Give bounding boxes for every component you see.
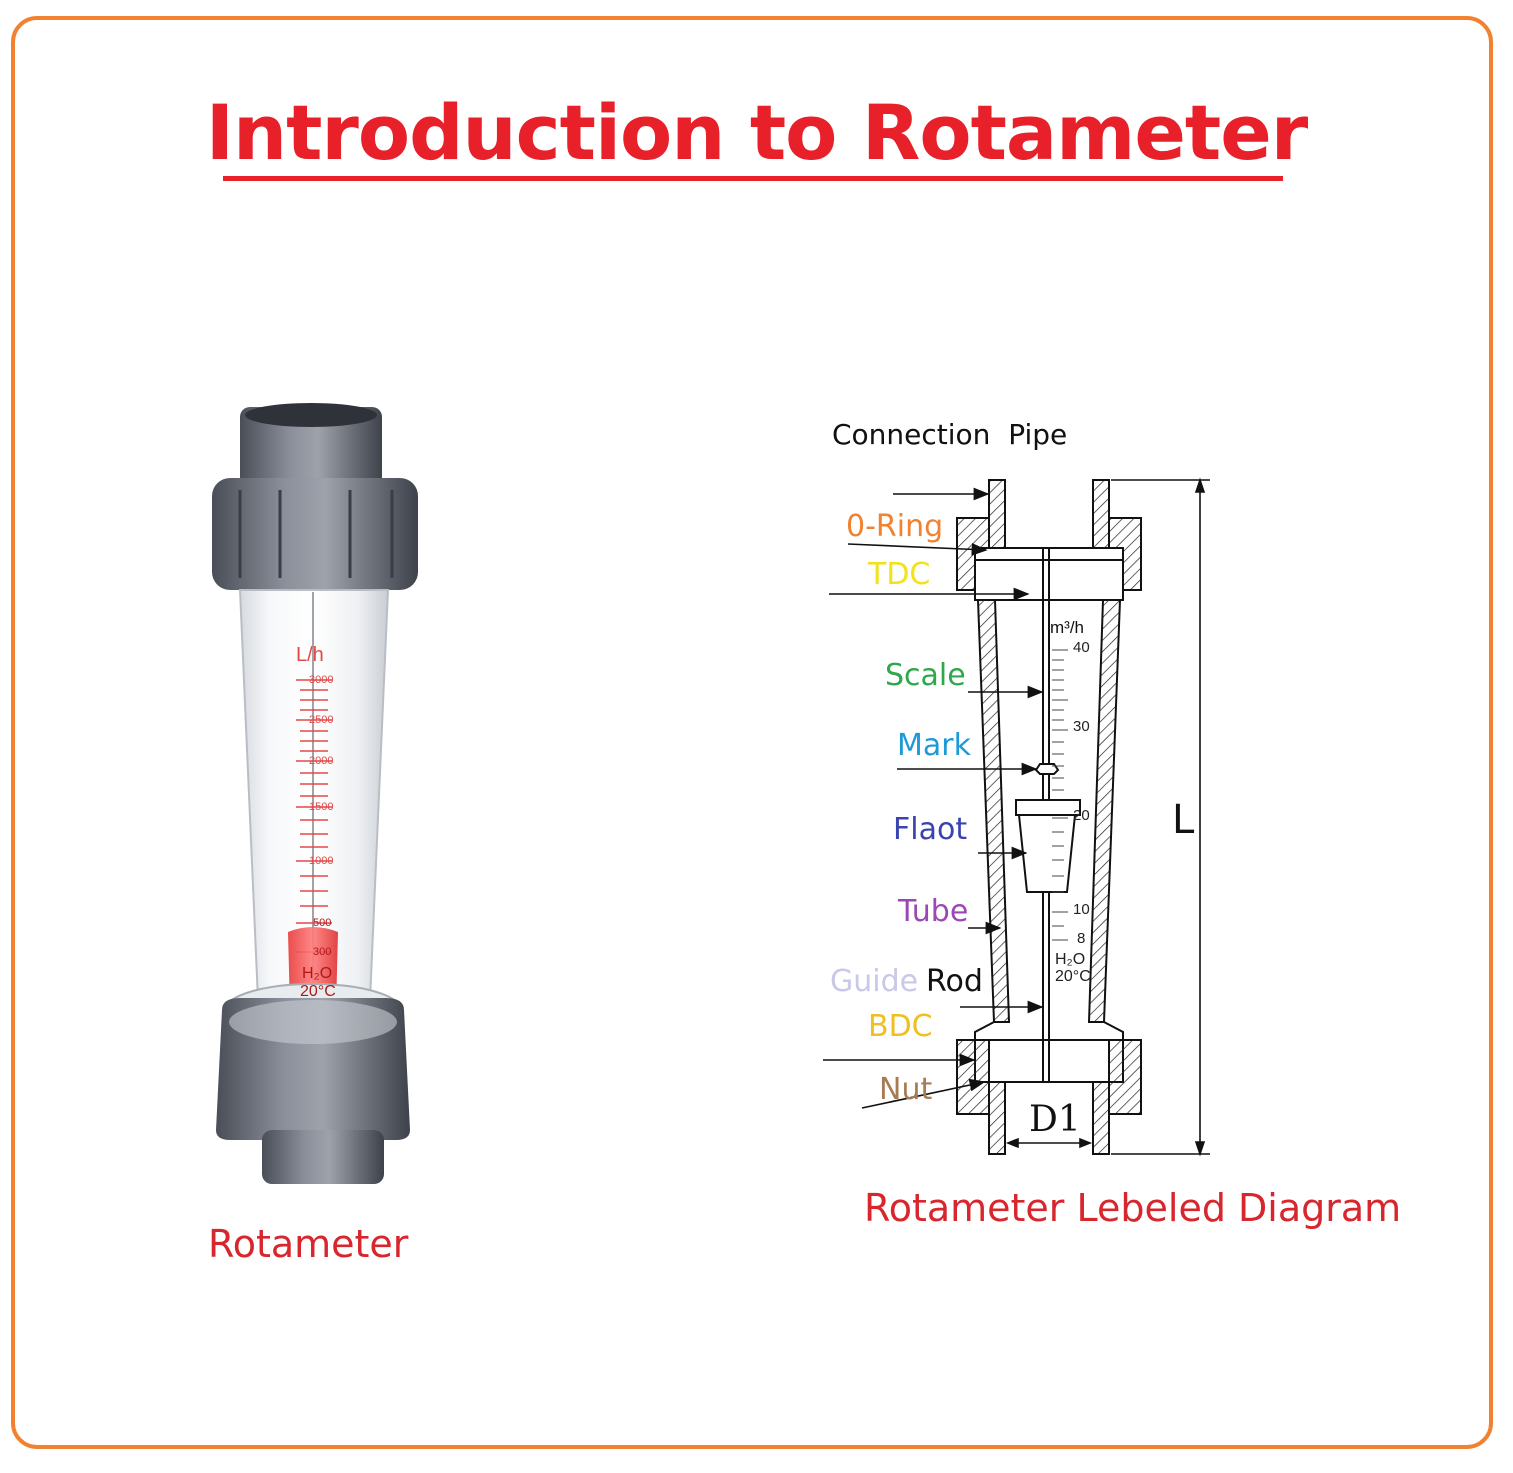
diagram-l-dimension: [1111, 477, 1210, 1157]
diagram-d1-dimension: [1005, 1137, 1093, 1149]
photo-scale-2500: 2500: [309, 714, 334, 726]
diagram-scale-30: 30: [1073, 718, 1090, 735]
diagram-float: [1015, 799, 1081, 893]
label-tdc: TDC: [868, 557, 931, 592]
label-float: Flaot: [893, 812, 968, 847]
photo-scale-1500: 1500: [309, 801, 334, 813]
photo-scale-500: 500: [313, 917, 332, 929]
diagram-scale-8: 8: [1077, 930, 1086, 947]
diagram-unit-label: m³/h: [1050, 618, 1084, 637]
diagram-scale-10: 10: [1073, 901, 1090, 918]
diagram-scale-40: 40: [1073, 639, 1090, 656]
photo-caption: Rotameter: [208, 1222, 409, 1266]
photo-scale-1000: 1000: [309, 855, 334, 867]
photo-scale-3000: 3000: [309, 674, 334, 686]
label-rod: Rod: [926, 964, 983, 999]
diagram-leaders: [823, 487, 1044, 1109]
label-guide: Guide: [830, 964, 919, 999]
photo-top-nut: [212, 478, 418, 590]
diagram-l-label: L: [1172, 797, 1195, 843]
photo-bottom-pipe: [262, 1130, 384, 1184]
page-title: Introduction to Rotameter: [205, 88, 1309, 177]
diagram-scale-ticks: [1052, 649, 1068, 941]
photo-fluid-label: H₂O: [302, 965, 333, 982]
diagram-bottom-pipe-right: [1092, 1081, 1110, 1155]
diagram-d1-label: D1: [1029, 1099, 1081, 1140]
diagram-bottom-nut-left: [956, 1039, 990, 1115]
photo-scale-300: 300: [313, 946, 332, 958]
label-bdc: BDC: [868, 1009, 933, 1044]
diagram-bottom-nut-right: [1108, 1039, 1142, 1115]
label-scale: Scale: [885, 658, 966, 693]
photo-top-pipe: [240, 407, 382, 487]
photo-unit-label: L/h: [296, 644, 324, 666]
photo-scale-ticks: [296, 679, 332, 953]
label-mark: Mark: [897, 728, 971, 763]
diagram-tube-wall-right: [1087, 599, 1121, 1023]
diagram-fluid-label: H₂O: [1055, 951, 1086, 968]
diagram-tube-wall-left: [977, 599, 1011, 1023]
photo-temp-label: 20°C: [300, 983, 336, 1000]
diagram-caption: Rotameter Lebeled Diagram: [864, 1186, 1402, 1230]
diagram-bottom-pipe-left: [988, 1081, 1006, 1155]
diagram-scale-20: 20: [1073, 807, 1090, 824]
title-underline: [223, 176, 1283, 181]
label-tube: Tube: [898, 894, 969, 929]
label-connection-pipe: Connection Pipe: [832, 418, 1068, 451]
diagram-top-pipe-left: [988, 479, 1006, 549]
diagram-top-pipe-right: [1092, 479, 1110, 549]
label-oring: 0-Ring: [846, 509, 944, 544]
label-nut: Nut: [879, 1072, 933, 1107]
diagram-temp-label: 20°C: [1055, 968, 1091, 985]
photo-scale-2000: 2000: [309, 755, 334, 767]
